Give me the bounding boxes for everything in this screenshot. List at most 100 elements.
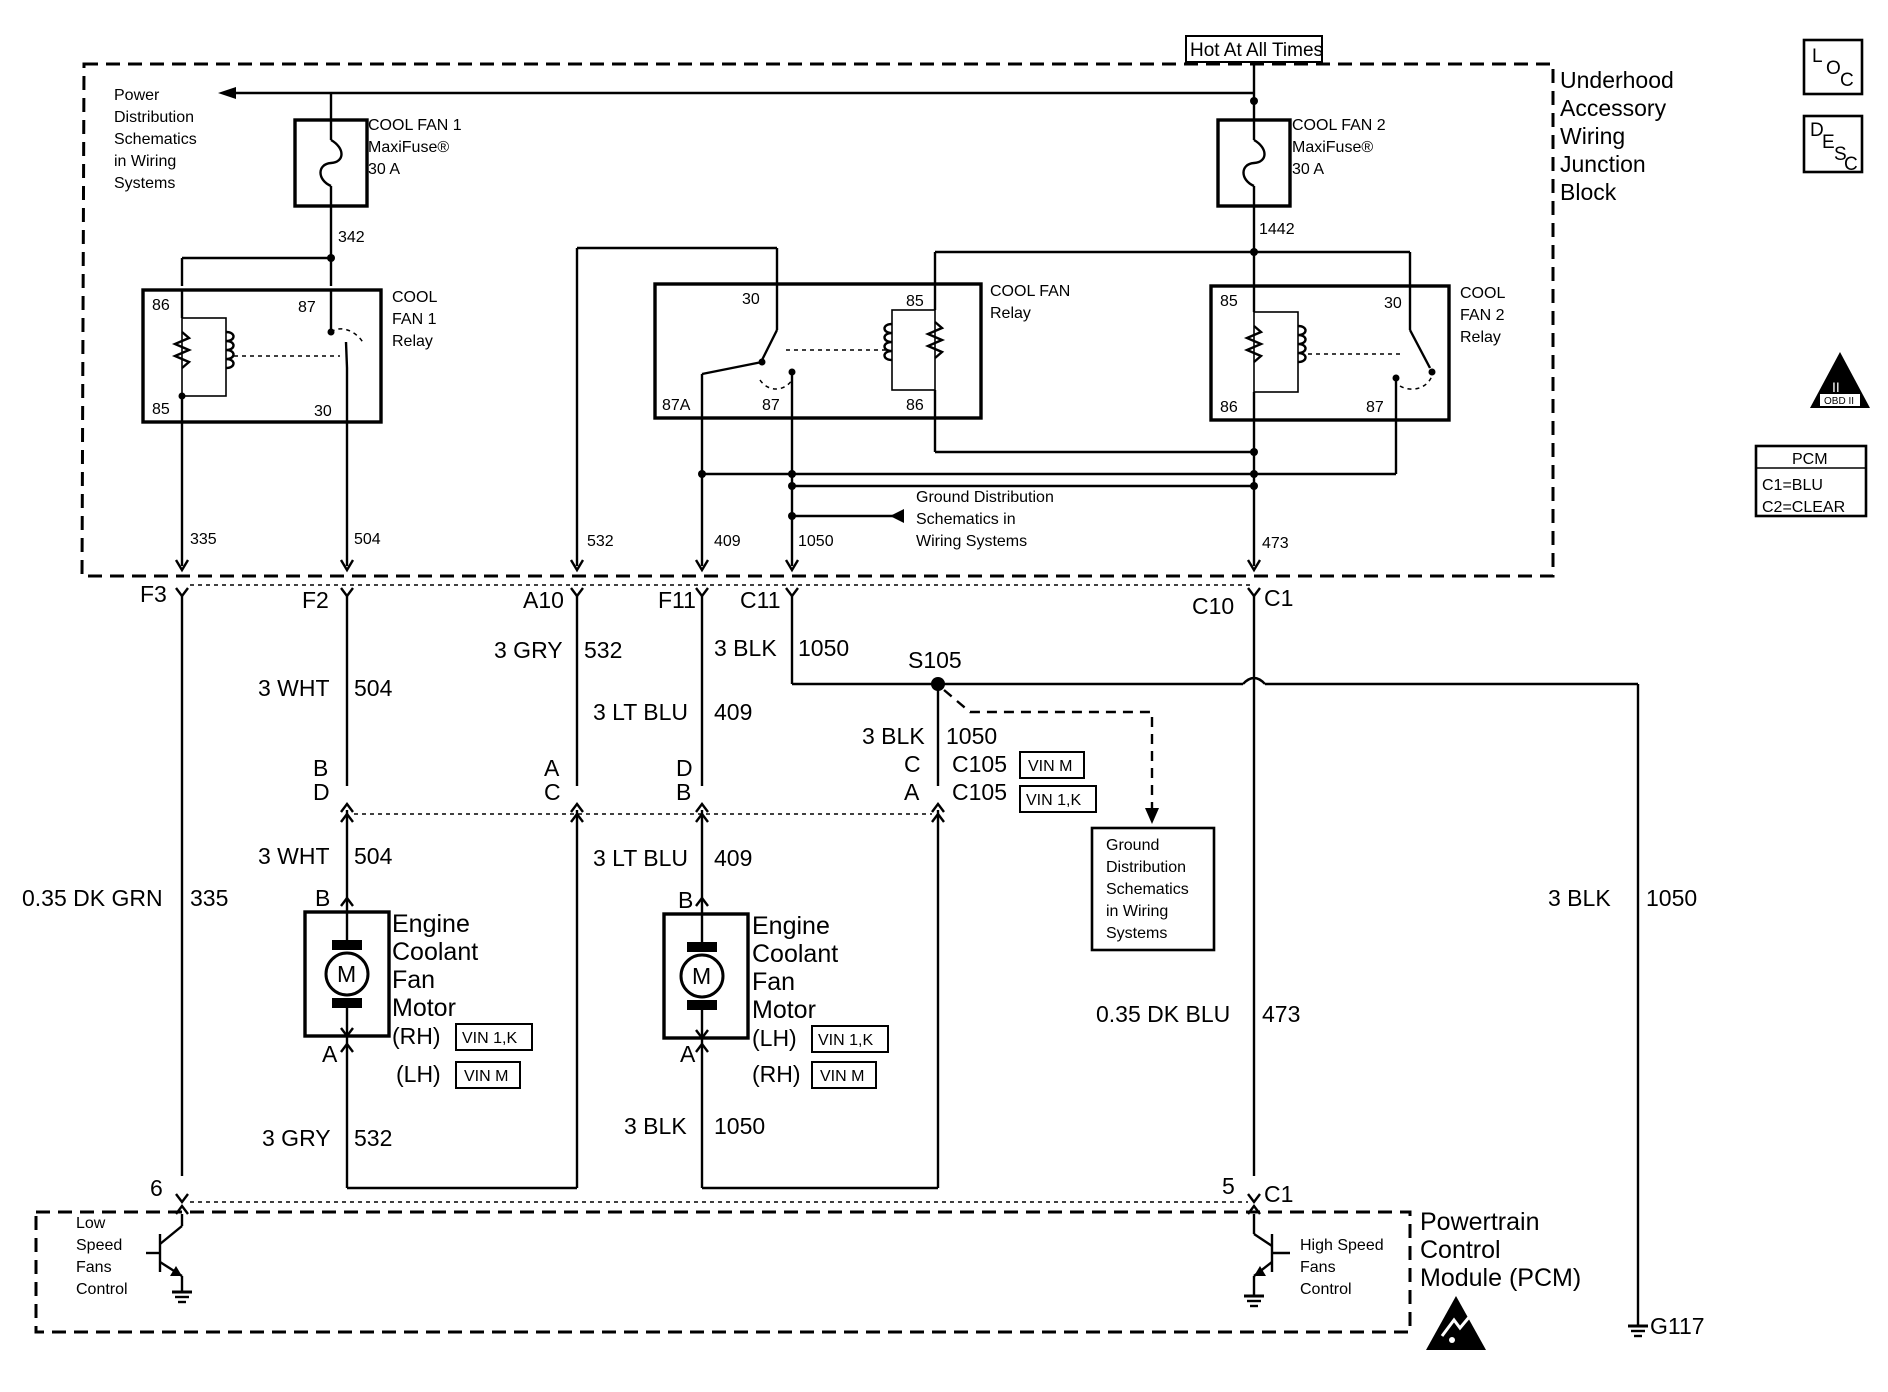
block-connector-terminals (174, 559, 1262, 598)
svg-text:MaxiFuse®: MaxiFuse® (368, 139, 449, 156)
cool-fan-relay-label: COOL FAN Relay (990, 283, 1070, 322)
svg-text:Block: Block (1560, 179, 1617, 205)
c105-connector: B D A C D B C A C105 C105 VIN M VIN 1,K (313, 751, 1097, 823)
svg-text:MaxiFuse®: MaxiFuse® (1292, 139, 1373, 156)
svg-text:B: B (313, 755, 328, 781)
ground-distribution-reference: Ground Distribution Schematics in Wiring… (916, 489, 1054, 550)
svg-text:30 A: 30 A (1292, 161, 1324, 178)
svg-text:M: M (337, 961, 356, 987)
svg-text:Control: Control (1300, 1281, 1352, 1298)
svg-text:409: 409 (714, 699, 752, 725)
svg-text:86: 86 (906, 397, 924, 414)
svg-text:Distribution: Distribution (1106, 859, 1186, 876)
svg-text:85: 85 (1220, 293, 1238, 310)
svg-text:Junction: Junction (1560, 151, 1646, 177)
svg-text:B: B (676, 779, 691, 805)
low-speed-fans-driver: Low Speed Fans Control (76, 1214, 192, 1304)
svg-text:Fan: Fan (392, 966, 435, 994)
svg-text:0.35 DK GRN: 0.35 DK GRN (22, 885, 163, 911)
svg-text:S: S (1834, 144, 1847, 165)
svg-text:Accessory: Accessory (1560, 95, 1667, 121)
svg-text:6: 6 (150, 1175, 163, 1201)
svg-text:3 GRY: 3 GRY (262, 1125, 331, 1151)
power-feed-bus (218, 62, 1258, 120)
svg-text:M: M (692, 963, 711, 989)
svg-text:Power: Power (114, 87, 160, 104)
svg-text:Speed: Speed (76, 1237, 122, 1254)
svg-text:(LH): (LH) (752, 1025, 797, 1051)
svg-text:1050: 1050 (946, 723, 997, 749)
svg-text:85: 85 (906, 293, 924, 310)
svg-text:504: 504 (354, 843, 393, 869)
svg-text:F2: F2 (302, 587, 329, 613)
svg-text:COOL FAN: COOL FAN (990, 283, 1070, 300)
svg-text:O: O (1826, 58, 1841, 79)
svg-text:C1: C1 (1264, 1181, 1293, 1207)
svg-text:473: 473 (1262, 535, 1289, 552)
cool-fan-relay: 30 85 87A 87 86 (653, 282, 983, 420)
svg-text:87: 87 (1366, 399, 1384, 416)
svg-text:S105: S105 (908, 647, 962, 673)
svg-text:Fans: Fans (76, 1259, 112, 1276)
circuit-342-label: 342 (338, 229, 365, 246)
obd-ii-icon: II OBD II (1810, 352, 1870, 408)
svg-text:Underhood: Underhood (1560, 67, 1674, 93)
svg-text:Motor: Motor (752, 996, 816, 1024)
svg-text:Wiring: Wiring (1560, 123, 1625, 149)
high-speed-fans-driver: High Speed Fans Control (1244, 1214, 1384, 1308)
uajb-title: Underhood Accessory Wiring Junction Bloc… (1560, 67, 1674, 205)
svg-text:1050: 1050 (1646, 885, 1697, 911)
svg-text:504: 504 (354, 531, 381, 548)
svg-text:3 BLK: 3 BLK (862, 723, 925, 749)
circuit-1442-label: 1442 (1259, 221, 1295, 238)
svg-text:Low: Low (76, 1215, 106, 1232)
cool-fan-2-relay: 85 30 86 87 (1209, 284, 1451, 422)
svg-text:Schematics: Schematics (1106, 881, 1189, 898)
svg-text:Schematics: Schematics (114, 131, 197, 148)
svg-text:(RH): (RH) (392, 1023, 441, 1049)
svg-text:Systems: Systems (114, 175, 175, 192)
harness-wires (180, 596, 1640, 1326)
pcm-connector-legend: PCM C1=BLU C2=CLEAR (1754, 444, 1868, 518)
pcm-title: Powertrain Control Module (PCM) (1420, 1208, 1581, 1292)
block-connector-pin-labels: F3 F2 A10 F11 C11 C10 C1 (140, 581, 1293, 619)
svg-text:C: C (904, 751, 921, 777)
svg-text:VIN M: VIN M (464, 1068, 508, 1085)
ground-g117: G117 (1628, 1313, 1705, 1339)
svg-text:532: 532 (584, 637, 622, 663)
svg-text:87: 87 (298, 299, 316, 316)
svg-text:504: 504 (354, 675, 393, 701)
svg-text:Coolant: Coolant (752, 940, 838, 968)
svg-text:86: 86 (152, 297, 170, 314)
engine-coolant-fan-motor-lh: B M A (662, 887, 750, 1067)
svg-text:335: 335 (190, 885, 228, 911)
svg-text:C1=BLU: C1=BLU (1762, 477, 1823, 494)
cool-fan-1-relay-label: COOL FAN 1 Relay (392, 289, 437, 350)
svg-text:C10: C10 (1192, 593, 1234, 619)
svg-text:87: 87 (762, 397, 780, 414)
svg-text:A: A (904, 779, 920, 805)
ground-distribution-box: Ground Distribution Schematics in Wiring… (1090, 826, 1216, 952)
svg-text:30: 30 (314, 403, 332, 420)
svg-text:Engine: Engine (752, 912, 830, 940)
svg-text:Control: Control (76, 1281, 128, 1298)
svg-text:30: 30 (742, 291, 760, 308)
svg-text:3 BLK: 3 BLK (1548, 885, 1611, 911)
cool-fan-1-relay: 86 87 85 30 (141, 288, 383, 424)
block-circuit-numbers: 335 504 532 409 1050 473 (190, 531, 1289, 552)
svg-text:3 WHT: 3 WHT (258, 675, 330, 701)
svg-text:87A: 87A (662, 397, 691, 414)
svg-text:C1: C1 (1264, 585, 1293, 611)
svg-text:Ground: Ground (1106, 837, 1159, 854)
svg-text:VIN 1,K: VIN 1,K (1026, 792, 1081, 809)
svg-text:Powertrain: Powertrain (1420, 1208, 1540, 1236)
svg-text:1050: 1050 (798, 635, 849, 661)
svg-text:A: A (680, 1041, 696, 1067)
svg-text:30 A: 30 A (368, 161, 400, 178)
svg-text:E: E (1822, 132, 1835, 153)
svg-text:C105: C105 (952, 751, 1007, 777)
svg-text:Schematics in: Schematics in (916, 511, 1016, 528)
svg-text:Hot At All Times: Hot At All Times (1190, 40, 1323, 61)
svg-text:FAN 2: FAN 2 (1460, 307, 1505, 324)
svg-text:VIN 1,K: VIN 1,K (462, 1030, 517, 1047)
